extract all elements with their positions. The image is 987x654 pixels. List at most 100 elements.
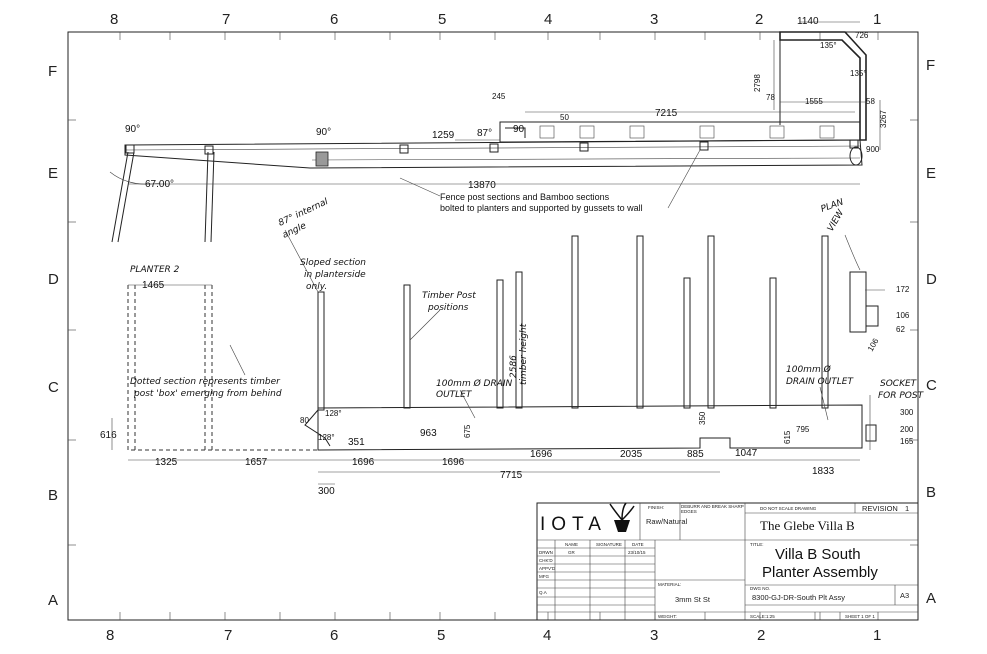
deburr-note: DEBURR AND BREAK SHARP EDGES: [681, 504, 744, 514]
material-label: MATERIAL:: [658, 582, 681, 587]
finish-label: FINISH:: [648, 505, 664, 510]
dim-1555: 1555: [805, 97, 823, 106]
dim-1657: 1657: [245, 457, 268, 468]
planter-2-label: PLANTER 2: [130, 265, 180, 275]
company-logo-text: IOTA: [540, 514, 607, 535]
dotted-note-2: post 'box' emerging from behind: [133, 389, 282, 399]
dim-7215: 7215: [655, 108, 678, 119]
socket-note-2: FOR POST: [878, 391, 925, 401]
plan-annotations: 90° 90° 90 87° 67.00° 245 50 1259 7215 1…: [125, 16, 888, 234]
dim-1325: 1325: [155, 457, 178, 468]
finish-value: Raw/Natural: [646, 517, 688, 526]
dim-13870: 13870: [468, 180, 496, 191]
dim-106-b: 106: [866, 336, 881, 353]
drawing-title-line-1: Villa B South: [775, 546, 861, 563]
dim-50: 50: [560, 113, 569, 122]
grid-col-top-5: 5: [438, 11, 446, 28]
socket-note-1: SOCKET: [880, 379, 918, 389]
drain-1-note-2: OUTLET: [436, 390, 473, 400]
grid-col-bottom-1: 1: [873, 627, 881, 644]
dim-172: 172: [896, 285, 910, 294]
dim-1696-a: 1696: [352, 457, 375, 468]
dim-78: 78: [766, 93, 775, 102]
timber-height-value: 2586: [509, 355, 519, 378]
dim-300: 300: [318, 486, 335, 497]
dim-128a: 128°: [325, 409, 342, 418]
dim-135a: 135°: [820, 41, 837, 50]
drawing-number-label: DWG NO.: [750, 586, 770, 591]
dim-351: 351: [348, 437, 365, 448]
dim-1140: 1140: [797, 16, 819, 27]
dim-135b: 135°: [850, 69, 867, 78]
sheet-size-value: A3: [900, 591, 909, 600]
plant-logo-icon: [609, 502, 635, 532]
row-checked: CHK'D: [539, 558, 553, 563]
sloped-note-1: Sloped section: [300, 258, 366, 268]
timber-post-note-2: positions: [427, 303, 469, 313]
grid-row-left-F: F: [48, 63, 57, 80]
grid-row-right-F: F: [926, 57, 935, 74]
plan-view-drawing: [109, 21, 881, 271]
sheet-border: [67, 31, 919, 621]
dim-885: 885: [687, 449, 704, 460]
dim-1259: 1259: [432, 130, 455, 141]
drawn-date-value: 23/10/15: [628, 550, 646, 555]
header-name: NAME: [565, 542, 578, 547]
grid-col-bottom-4: 4: [543, 627, 551, 644]
dim-795: 795: [796, 425, 810, 434]
grid-labels-right: F E D C B A: [926, 57, 937, 607]
sloped-note-3: only.: [306, 282, 327, 292]
grid-col-bottom-2: 2: [757, 627, 765, 644]
dim-300-b: 300: [900, 408, 914, 417]
grid-row-right-B: B: [926, 484, 936, 501]
drawing-title-line-2: Planter Assembly: [762, 564, 878, 581]
title-label: TITLE:: [750, 542, 764, 547]
grid-labels-left: F E D C B A: [48, 63, 59, 609]
dim-1696-c: 1696: [530, 449, 553, 460]
material-value: 3mm St St: [675, 595, 711, 604]
drain-2-note-2: DRAIN OUTLET: [786, 377, 854, 387]
do-not-scale-note: DO NOT SCALE DRAWING: [760, 506, 817, 511]
grid-row-left-A: A: [48, 592, 58, 609]
grid-col-top-3: 3: [650, 11, 658, 28]
grid-col-top-6: 6: [330, 11, 338, 28]
dim-106-a: 106: [896, 311, 910, 320]
grid-row-left-D: D: [48, 271, 59, 288]
row-mfg: MFG: [539, 574, 549, 579]
dim-675: 675: [463, 424, 472, 438]
scale-label: SCALE:1:25: [750, 614, 775, 619]
grid-row-left-C: C: [48, 379, 59, 396]
dim-350: 350: [698, 411, 707, 425]
drain-2-note-1: 100mm Ø: [786, 364, 832, 375]
revision-label: REVISION: [862, 504, 898, 513]
drain-1-note-1: 100mm Ø DRAIN: [436, 378, 513, 389]
project-name: The Glebe Villa B: [760, 518, 855, 533]
dim-1465: 1465: [142, 280, 165, 291]
dim-165: 165: [900, 437, 914, 446]
dim-128b: 128°: [318, 433, 335, 442]
angle-67: 67.00°: [145, 179, 174, 190]
grid-labels-top: 8 7 6 5 4 3 2 1: [110, 11, 881, 28]
grid-row-right-E: E: [926, 165, 936, 182]
sheet-count-label: SHEET 1 OF 1: [845, 614, 875, 619]
fence-note-line-1: Fence post sections and Bamboo sections: [440, 192, 610, 202]
sloped-note-2: in planterside: [304, 270, 366, 280]
angle-90-left: 90°: [125, 124, 140, 135]
row-qa: Q.A: [539, 590, 547, 595]
dim-615: 615: [783, 430, 792, 444]
angle-87: 87°: [477, 128, 492, 139]
dim-200: 200: [900, 425, 914, 434]
grid-labels-bottom: 8 7 6 5 4 3 2 1: [106, 627, 881, 644]
grid-row-right-D: D: [926, 271, 937, 288]
dim-726: 726: [855, 31, 869, 40]
row-approved: APPV'D: [539, 566, 556, 571]
header-date: DATE: [632, 542, 644, 547]
header-signature: SIGNATURE: [596, 542, 622, 547]
grid-col-bottom-7: 7: [224, 627, 232, 644]
dim-963: 963: [420, 428, 437, 439]
angle-90-right: 90: [513, 124, 525, 135]
dim-1696-b: 1696: [442, 457, 465, 468]
elevation-annotations: 87° internal angle PLANTER 2 1465 Sloped…: [100, 197, 925, 497]
dim-900: 900: [866, 145, 880, 154]
